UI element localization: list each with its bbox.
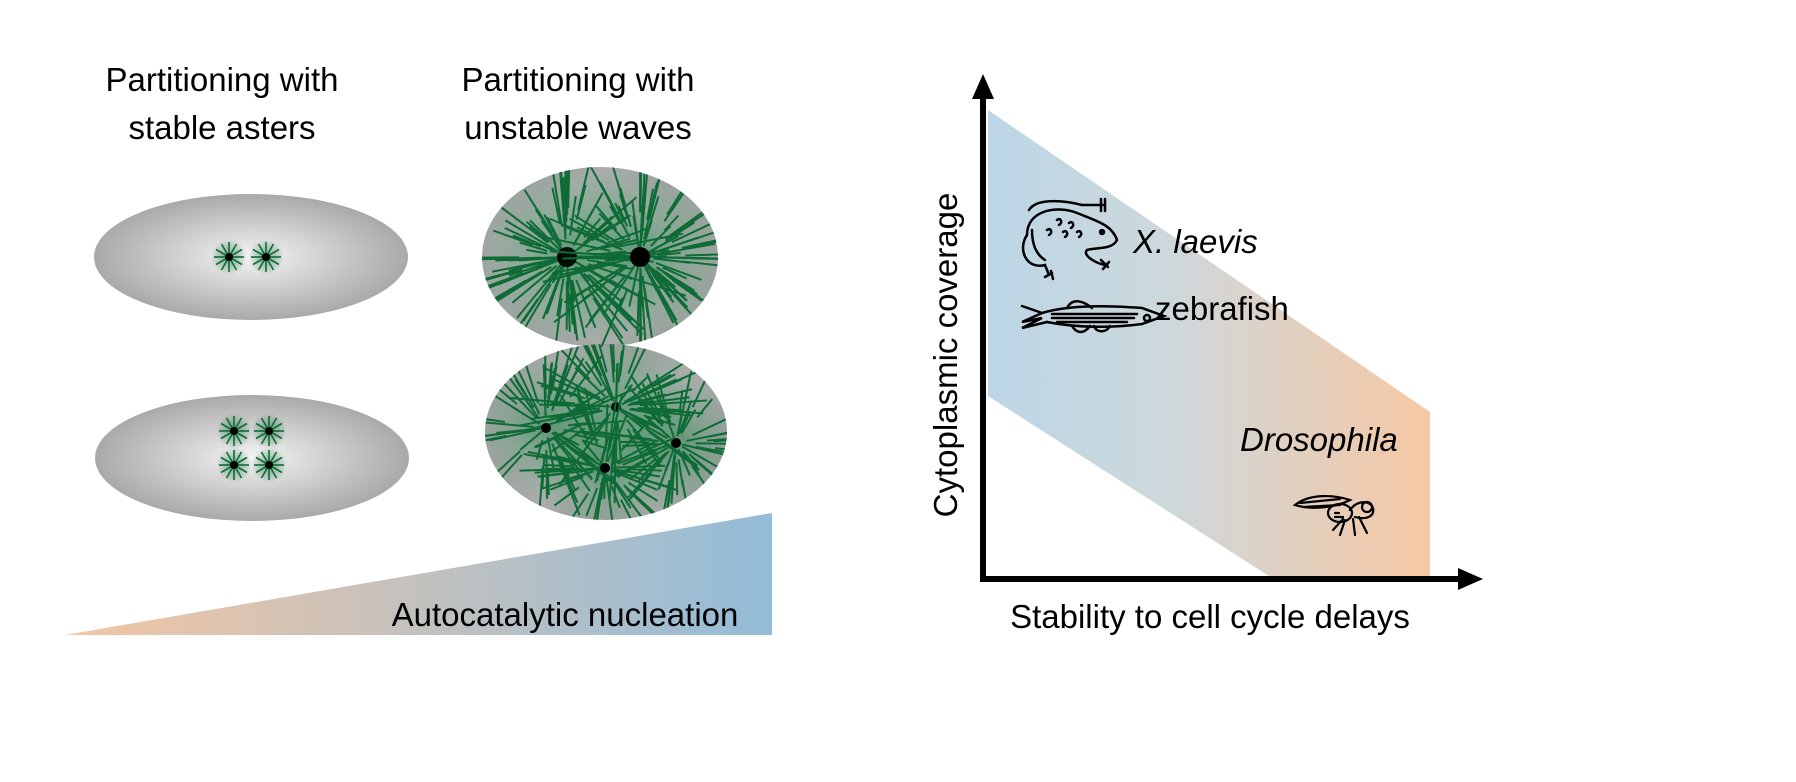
autocatalytic-nucleation-wedge — [65, 513, 772, 635]
small-aster — [251, 413, 287, 449]
centrosome — [225, 253, 233, 261]
small-aster — [248, 239, 284, 275]
stable-title-line1: Partitioning with — [106, 61, 339, 98]
fly-icon — [1292, 495, 1375, 537]
organism-label-zebrafish: zebrafish — [1155, 290, 1289, 327]
centrosome — [265, 427, 273, 435]
small-aster — [216, 413, 252, 449]
centrosome — [671, 438, 681, 448]
autocatalytic-nucleation-label: Autocatalytic nucleation — [392, 596, 739, 633]
x-axis-label: Stability to cell cycle delays — [1010, 598, 1410, 635]
y-axis-arrow-icon — [972, 74, 994, 99]
stable-title-line2: stable asters — [128, 109, 315, 146]
centrosome — [230, 427, 238, 435]
small-aster — [216, 447, 252, 483]
small-aster — [211, 239, 247, 275]
organism-label-drosophila: Drosophila — [1240, 421, 1398, 458]
organism-label-xlaevis: X. laevis — [1132, 223, 1258, 260]
y-axis-label: Cytoplasmic coverage — [927, 193, 964, 518]
centrosome — [600, 463, 610, 473]
cell-stable-four-asters — [95, 395, 409, 521]
centrosome — [262, 253, 270, 261]
unstable-title-line1: Partitioning with — [462, 61, 695, 98]
fish-icon — [1020, 300, 1168, 334]
coverage-band — [988, 110, 1430, 578]
small-aster — [251, 447, 287, 483]
frog-icon — [1021, 197, 1119, 281]
x-axis-arrow-icon — [1458, 568, 1483, 590]
centrosome — [630, 247, 650, 267]
unstable-title-line2: unstable waves — [464, 109, 691, 146]
centrosome — [265, 461, 273, 469]
centrosome — [230, 461, 238, 469]
